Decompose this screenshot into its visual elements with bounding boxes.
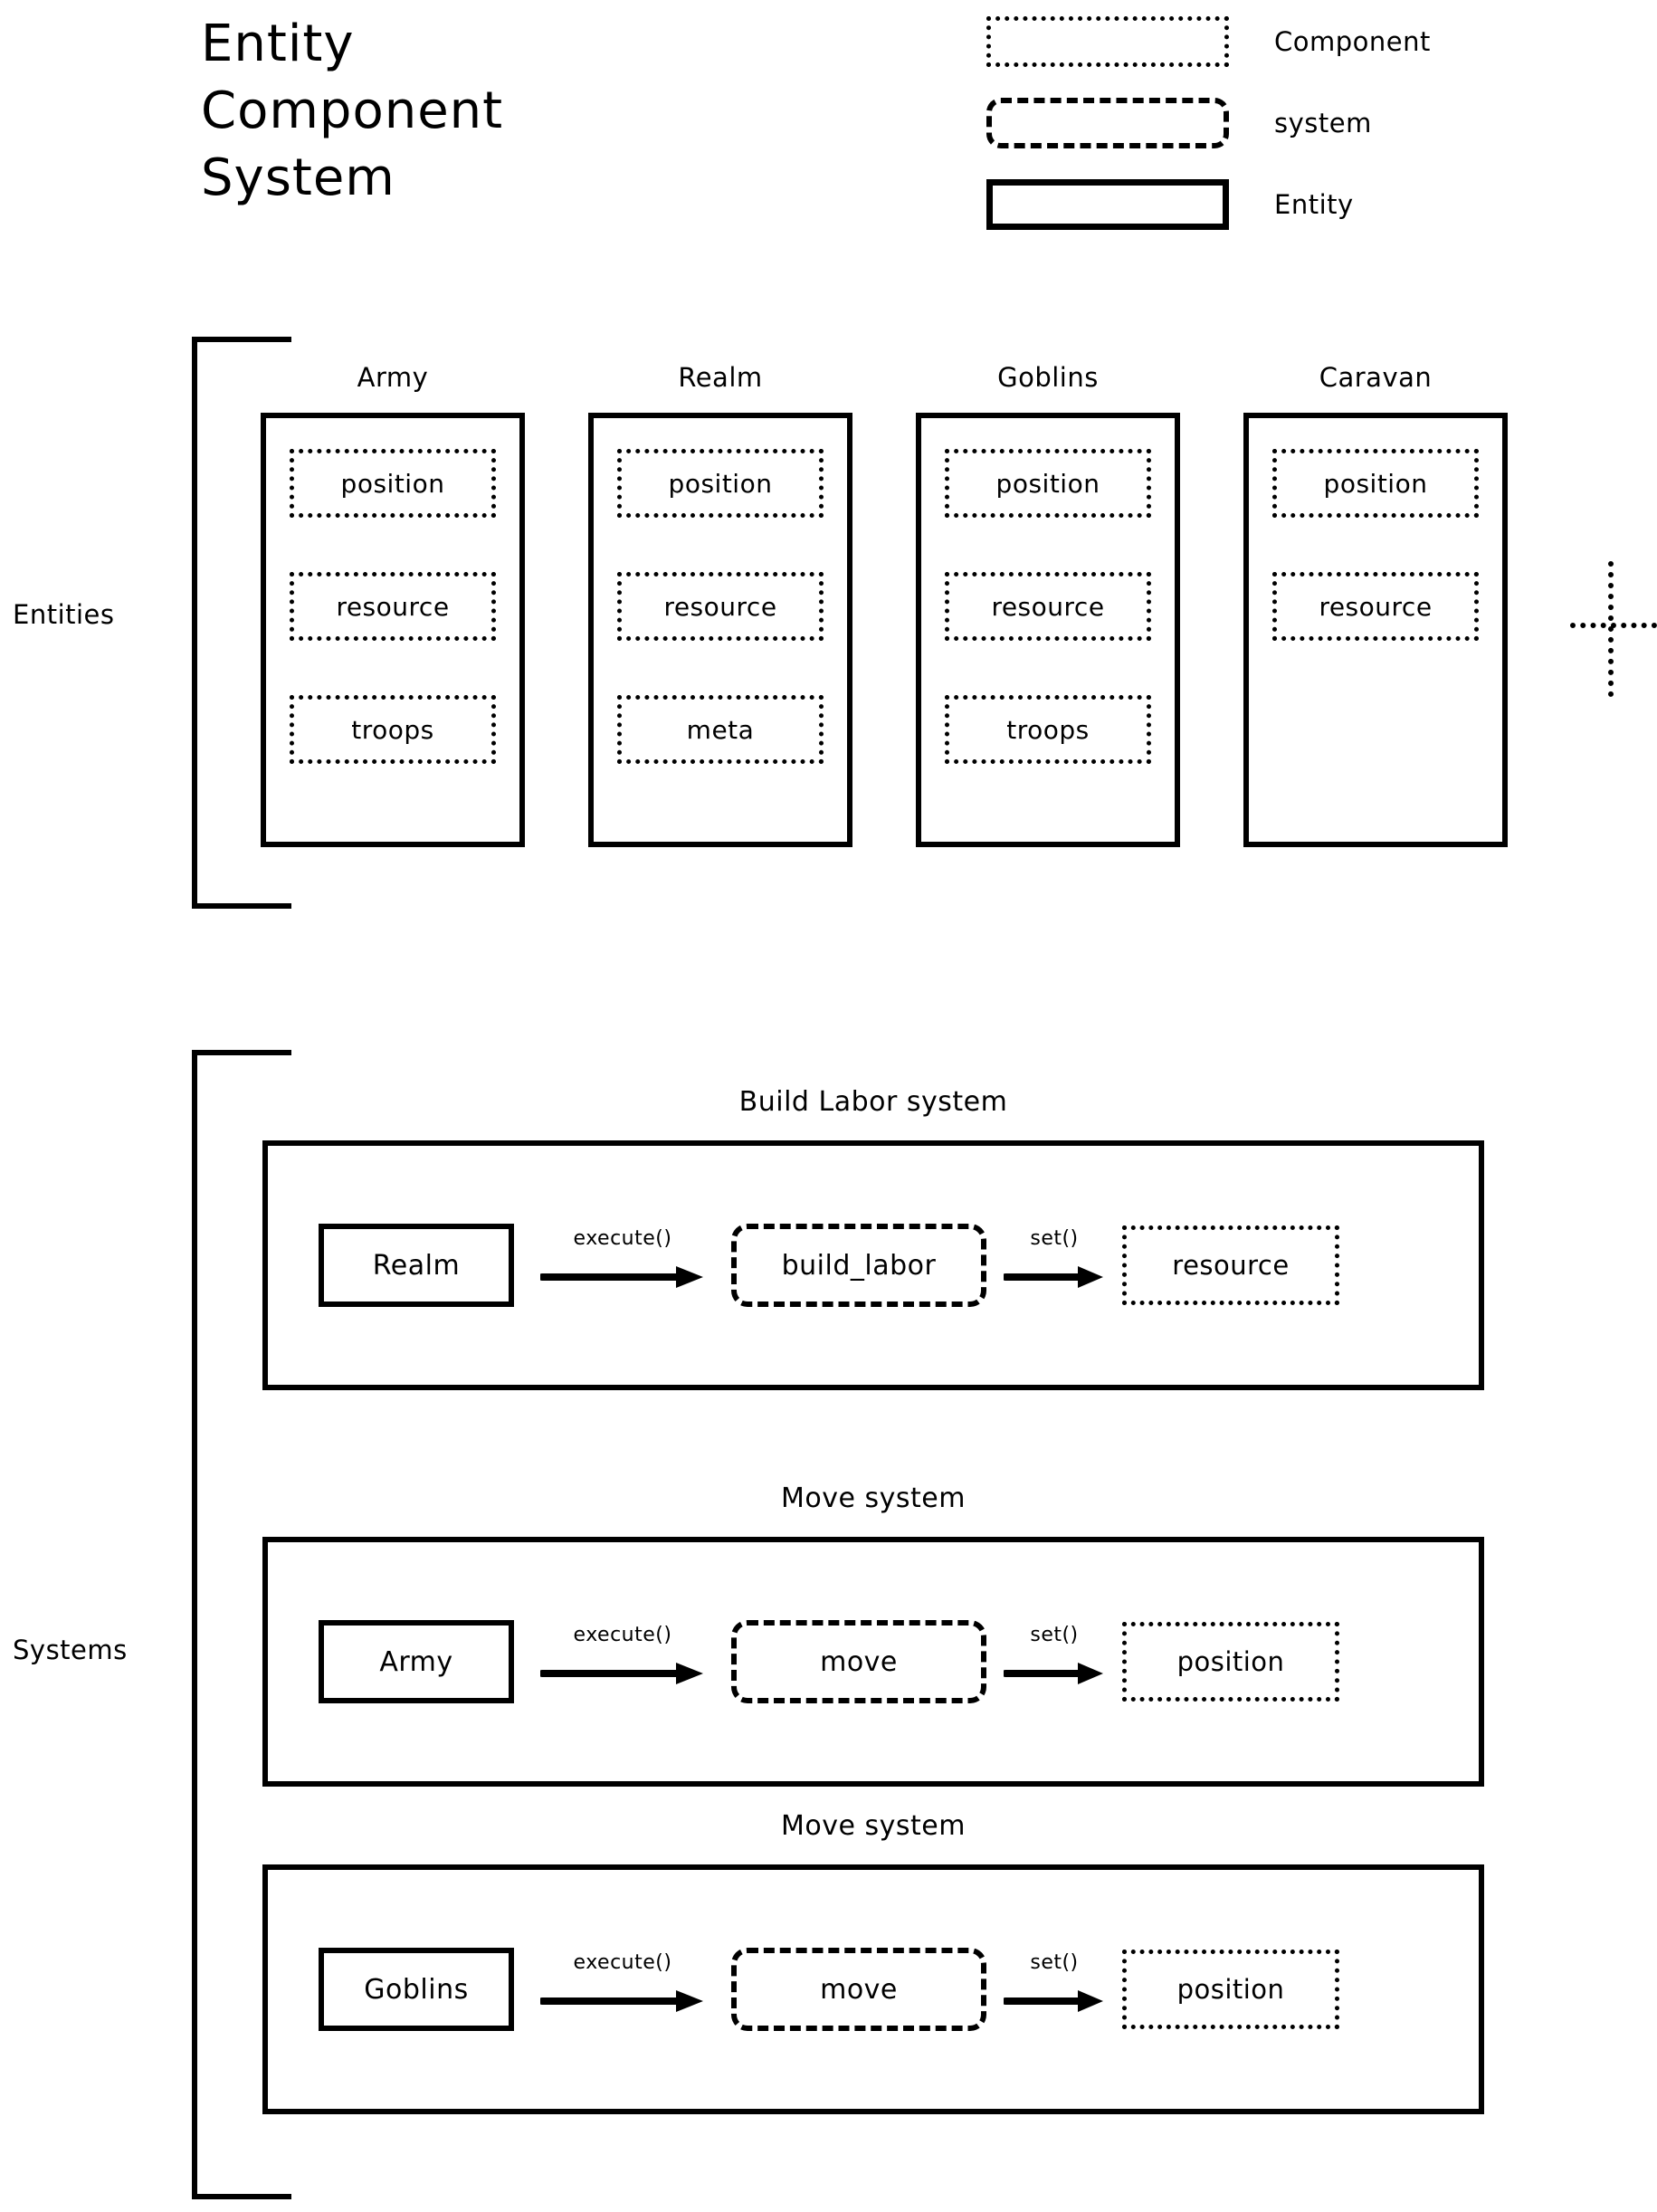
plus-horizontal-bar bbox=[1570, 623, 1657, 628]
arrow-label-execute: execute() bbox=[573, 1951, 672, 1974]
arrow-right-icon bbox=[1004, 1990, 1103, 2012]
flow-entity-goblins: Goblins bbox=[319, 1948, 514, 2031]
flow-component-position: position bbox=[1122, 1950, 1339, 2029]
component-caravan-resource: resource bbox=[1272, 572, 1479, 641]
flow-system-build-labor: build_labor bbox=[731, 1224, 986, 1307]
entity-name-goblins: Goblins bbox=[997, 362, 1099, 393]
component-swatch-icon bbox=[986, 16, 1229, 67]
entity-name-caravan: Caravan bbox=[1319, 362, 1433, 393]
arrow-set-build-labor: set() bbox=[986, 1224, 1122, 1307]
system-title-build-labor: Build Labor system bbox=[738, 1086, 1008, 1118]
component-army-troops: troops bbox=[290, 695, 496, 764]
legend-item-system: system bbox=[986, 98, 1529, 148]
component-goblins-troops: troops bbox=[945, 695, 1151, 764]
component-goblins-resource: resource bbox=[945, 572, 1151, 641]
legend-label-entity: Entity bbox=[1274, 189, 1354, 220]
page-title: Entity Component System bbox=[201, 14, 504, 207]
entity-box-goblins: position resource troops bbox=[916, 413, 1180, 847]
entity-name-realm: Realm bbox=[678, 362, 763, 393]
entities-bracket bbox=[192, 337, 291, 909]
legend-item-component: Component bbox=[986, 16, 1529, 67]
legend-label-system: system bbox=[1274, 108, 1372, 138]
arrow-right-icon bbox=[540, 1663, 703, 1684]
flow-entity-army: Army bbox=[319, 1620, 514, 1703]
entity-name-army: Army bbox=[357, 362, 429, 393]
entity-card-realm: Realm position resource meta bbox=[588, 362, 852, 851]
entity-box-realm: position resource meta bbox=[588, 413, 852, 847]
arrow-right-icon bbox=[1004, 1266, 1103, 1288]
component-realm-resource: resource bbox=[617, 572, 824, 641]
component-list-caravan: position resource bbox=[1272, 449, 1479, 695]
legend-item-entity: Entity bbox=[986, 179, 1529, 230]
arrow-label-execute: execute() bbox=[573, 1227, 672, 1250]
entity-box-caravan: position resource bbox=[1243, 413, 1508, 847]
system-flow-move-army: Army execute() move set() positi bbox=[319, 1620, 1428, 1703]
entity-card-caravan: Caravan position resource bbox=[1243, 362, 1508, 851]
component-goblins-position: position bbox=[945, 449, 1151, 518]
component-caravan-position: position bbox=[1272, 449, 1479, 518]
component-army-resource: resource bbox=[290, 572, 496, 641]
flow-component-resource: resource bbox=[1122, 1225, 1339, 1305]
arrow-label-execute: execute() bbox=[573, 1624, 672, 1646]
arrow-right-icon bbox=[540, 1990, 703, 2012]
arrow-execute-move-goblins: execute() bbox=[514, 1948, 731, 2031]
arrow-label-set: set() bbox=[1030, 1227, 1079, 1250]
system-group-build-labor: Build Labor system Realm execute() build… bbox=[262, 1086, 1484, 1390]
systems-bracket bbox=[192, 1050, 291, 2199]
flow-entity-realm: Realm bbox=[319, 1224, 514, 1307]
arrow-set-move-army: set() bbox=[986, 1620, 1122, 1703]
legend-label-component: Component bbox=[1274, 26, 1431, 57]
entity-swatch-icon bbox=[986, 179, 1229, 230]
component-army-position: position bbox=[290, 449, 496, 518]
entity-card-army: Army position resource troops bbox=[261, 362, 525, 851]
arrow-label-set: set() bbox=[1030, 1951, 1079, 1974]
entity-box-army: position resource troops bbox=[261, 413, 525, 847]
arrow-right-icon bbox=[1004, 1663, 1103, 1684]
entity-card-goblins: Goblins position resource troops bbox=[916, 362, 1180, 851]
flow-system-move: move bbox=[731, 1620, 986, 1703]
arrow-set-move-goblins: set() bbox=[986, 1948, 1122, 2031]
system-flow-build-labor: Realm execute() build_labor set() bbox=[319, 1224, 1428, 1307]
flow-system-move: move bbox=[731, 1948, 986, 2031]
system-box-build-labor: Realm execute() build_labor set() bbox=[262, 1140, 1484, 1390]
dotted-plus-icon bbox=[1570, 561, 1657, 697]
plus-vertical-bar bbox=[1608, 561, 1614, 697]
system-title-move-army: Move system bbox=[781, 1483, 966, 1514]
entities-section-label: Entities bbox=[13, 599, 115, 630]
component-list-goblins: position resource troops bbox=[945, 449, 1151, 818]
systems-section-label: Systems bbox=[13, 1635, 128, 1665]
arrow-execute-move-army: execute() bbox=[514, 1620, 731, 1703]
system-swatch-icon bbox=[986, 98, 1229, 148]
system-box-move-army: Army execute() move set() positi bbox=[262, 1537, 1484, 1787]
system-flow-move-goblins: Goblins execute() move set() pos bbox=[319, 1948, 1428, 2031]
system-group-move-army: Move system Army execute() move set() bbox=[262, 1483, 1484, 1787]
system-group-move-goblins: Move system Goblins execute() move set() bbox=[262, 1810, 1484, 2114]
arrow-label-set: set() bbox=[1030, 1624, 1079, 1646]
flow-component-position: position bbox=[1122, 1622, 1339, 1702]
system-title-move-goblins: Move system bbox=[781, 1810, 966, 1842]
component-list-army: position resource troops bbox=[290, 449, 496, 818]
component-list-realm: position resource meta bbox=[617, 449, 824, 818]
system-box-move-goblins: Goblins execute() move set() pos bbox=[262, 1864, 1484, 2114]
arrow-execute-build-labor: execute() bbox=[514, 1224, 731, 1307]
component-realm-position: position bbox=[617, 449, 824, 518]
arrow-right-icon bbox=[540, 1266, 703, 1288]
component-realm-meta: meta bbox=[617, 695, 824, 764]
